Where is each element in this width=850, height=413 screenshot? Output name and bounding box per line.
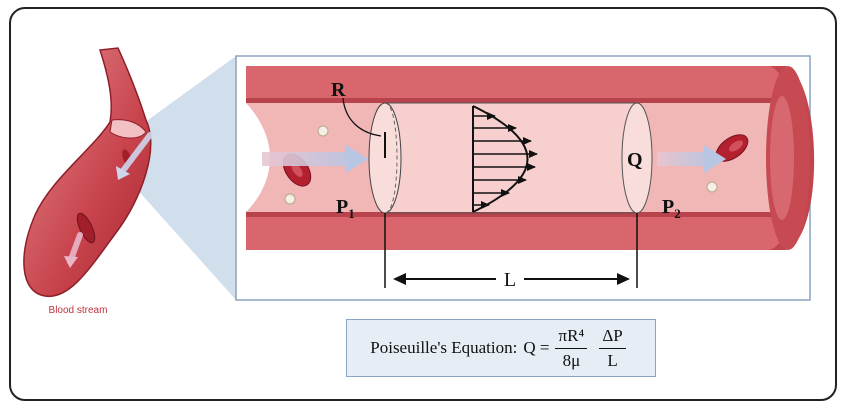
blood-vessel-illustration (23, 47, 153, 297)
fraction-2-numerator: ΔP (599, 326, 626, 349)
zoom-wedge (118, 56, 236, 300)
pressure-1-label: P1 (336, 196, 355, 221)
radius-marker (342, 97, 386, 158)
blood-stream-label: Blood stream (49, 305, 108, 316)
fraction-pressure: ΔP L (599, 326, 626, 371)
fraction-2-denominator: L (607, 350, 618, 370)
flow-arrow-in (262, 145, 368, 173)
pressure-2-label: P2 (662, 196, 681, 221)
flow-arrow-out (657, 145, 726, 173)
fraction-1-numerator: πR⁴ (555, 326, 588, 349)
equation-box: Poiseuille's Equation: Q = πR⁴ 8μ ΔP L (346, 319, 656, 377)
length-label: L (504, 269, 516, 291)
platelets (284, 125, 718, 205)
equation-title: Poiseuille's Equation: (370, 338, 518, 357)
equation-lhs: Q = (523, 338, 550, 357)
fraction-1-denominator: 8μ (562, 350, 581, 370)
fraction-geometry: πR⁴ 8μ (555, 326, 588, 371)
flow-cylinder (368, 102, 653, 214)
radius-label: R (331, 79, 346, 101)
length-dimension (384, 213, 638, 288)
pressure-2-subscript: 2 (674, 206, 681, 221)
poiseuille-equation: Poiseuille's Equation: Q = πR⁴ 8μ ΔP L (347, 320, 655, 376)
pressure-1-subscript: 1 (348, 206, 355, 221)
velocity-profile (472, 105, 538, 213)
flow-label: Q (627, 149, 643, 171)
